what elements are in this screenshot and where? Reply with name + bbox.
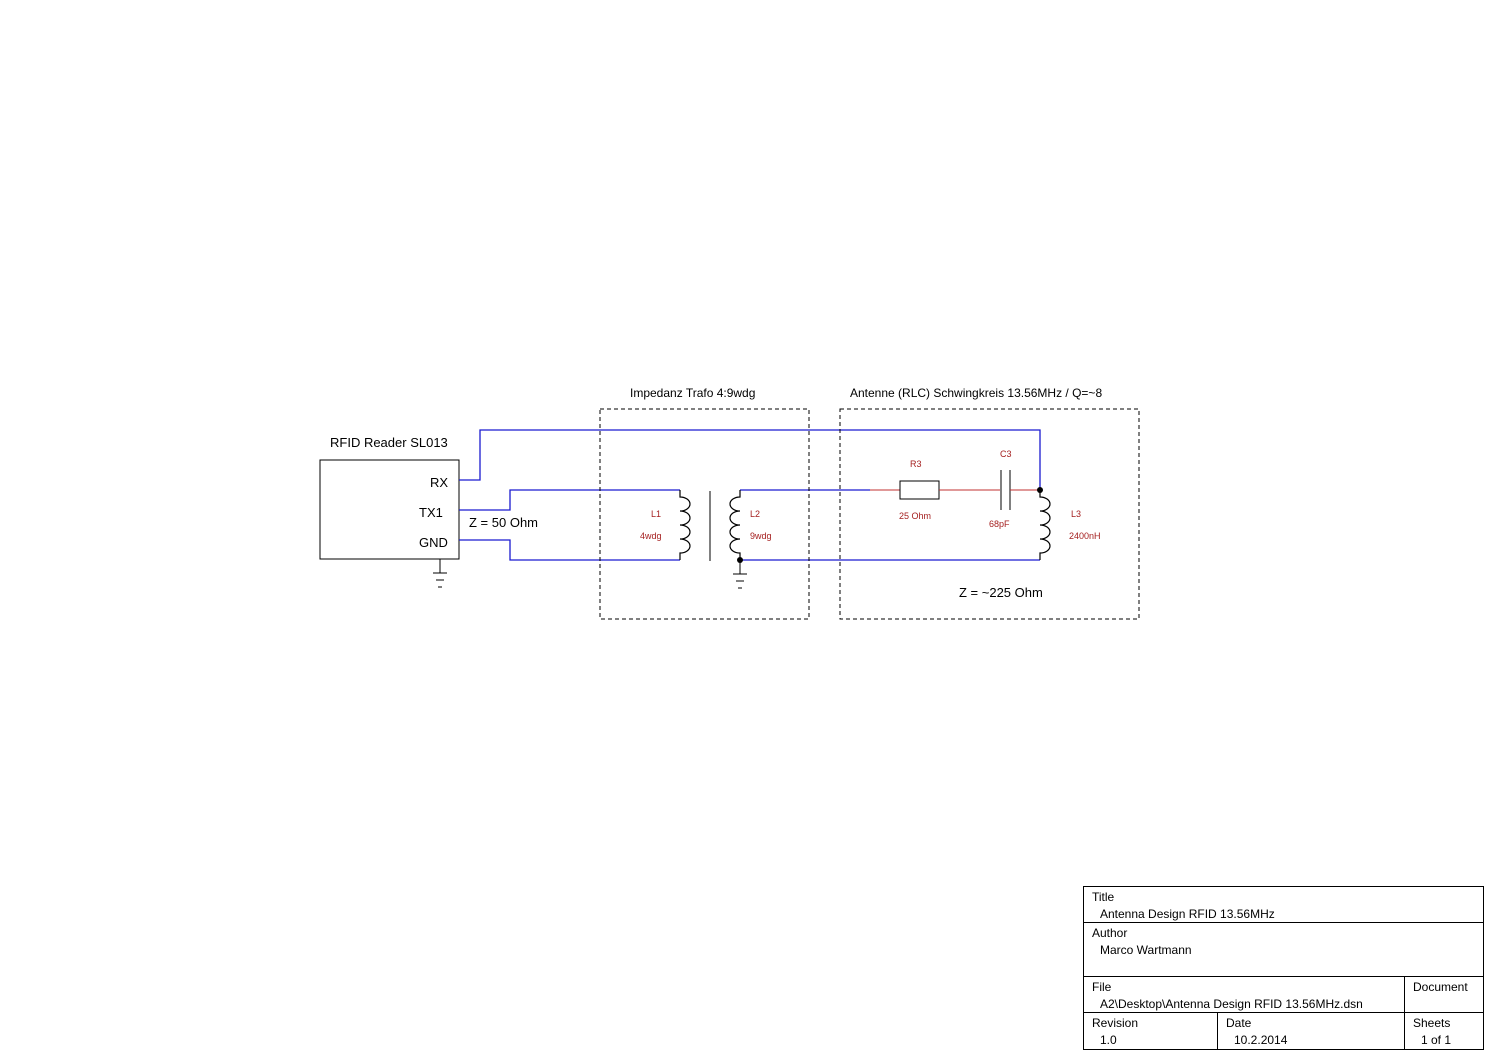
l1-ref: L1 <box>651 509 661 519</box>
c3-ref: C3 <box>1000 449 1012 459</box>
file-caption: File <box>1092 980 1112 994</box>
l1-coil <box>679 490 691 560</box>
reader-pin-rx: RX <box>430 475 448 490</box>
sheets-caption: Sheets <box>1413 1016 1451 1030</box>
author-value: Marco Wartmann <box>1100 943 1192 957</box>
file-cell: File A2\Desktop\Antenna Design RFID 13.5… <box>1084 977 1405 1013</box>
l2-ref: L2 <box>750 509 760 519</box>
trafo-ground-symbol <box>733 560 747 589</box>
author-caption: Author <box>1092 926 1128 940</box>
file-value: A2\Desktop\Antenna Design RFID 13.56MHz.… <box>1100 997 1363 1011</box>
l3-junction-dot <box>1037 487 1043 493</box>
title-caption: Title <box>1092 890 1115 904</box>
reader-pin-gnd: GND <box>419 535 448 550</box>
document-caption: Document <box>1413 980 1468 994</box>
document-cell: Document <box>1405 977 1484 1013</box>
gnd-wire <box>459 539 680 561</box>
sheets-cell: Sheets 1 of 1 <box>1405 1013 1484 1050</box>
antenna-boundary <box>839 408 1140 620</box>
c3-value: 68pF <box>989 519 1010 529</box>
reader-pin-tx: TX1 <box>419 505 443 520</box>
antenna-impedance: Z = ~225 Ohm <box>959 585 1043 600</box>
trafo-title: Impedanz Trafo 4:9wdg <box>630 386 755 400</box>
reader-title: RFID Reader SL013 <box>330 435 448 450</box>
l2-value: 9wdg <box>750 531 772 541</box>
title-block: Title Antenna Design RFID 13.56MHz Autho… <box>1083 886 1484 1050</box>
sheets-value: 1 of 1 <box>1421 1033 1452 1047</box>
l1-value: 4wdg <box>640 531 662 541</box>
reader-impedance: Z = 50 Ohm <box>469 515 538 530</box>
revision-cell: Revision 1.0 <box>1084 1013 1218 1050</box>
date-value: 10.2.2014 <box>1234 1033 1288 1047</box>
l2-coil <box>729 490 741 560</box>
trafo-boundary <box>599 408 810 620</box>
revision-caption: Revision <box>1092 1016 1139 1030</box>
l3-coil <box>1039 490 1051 560</box>
l3-ref: L3 <box>1071 509 1081 519</box>
reader-ground-symbol <box>433 559 447 588</box>
r3-ref: R3 <box>910 459 922 469</box>
date-cell: Date 10.2.2014 <box>1218 1013 1405 1050</box>
r3-resistor <box>899 480 940 500</box>
date-caption: Date <box>1226 1016 1252 1030</box>
r3-value: 25 Ohm <box>899 511 931 521</box>
title-cell: Title Antenna Design RFID 13.56MHz <box>1084 887 1484 923</box>
title-value: Antenna Design RFID 13.56MHz <box>1100 907 1275 921</box>
revision-value: 1.0 <box>1100 1033 1117 1047</box>
tx-wire <box>459 489 680 511</box>
rx-wire <box>459 429 1041 490</box>
author-cell: Author Marco Wartmann <box>1084 923 1484 977</box>
antenna-title: Antenne (RLC) Schwingkreis 13.56MHz / Q=… <box>850 386 1102 400</box>
l3-value: 2400nH <box>1069 531 1101 541</box>
